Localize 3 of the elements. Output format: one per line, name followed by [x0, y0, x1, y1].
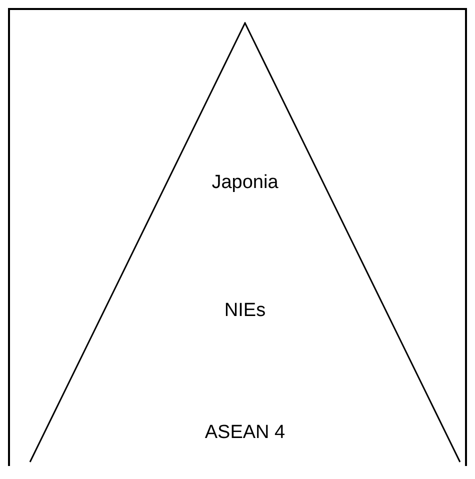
- tier-label: ASEAN 4: [204, 422, 286, 444]
- tier-label: Japonia: [212, 172, 278, 194]
- tier-label: NIEs: [224, 300, 266, 322]
